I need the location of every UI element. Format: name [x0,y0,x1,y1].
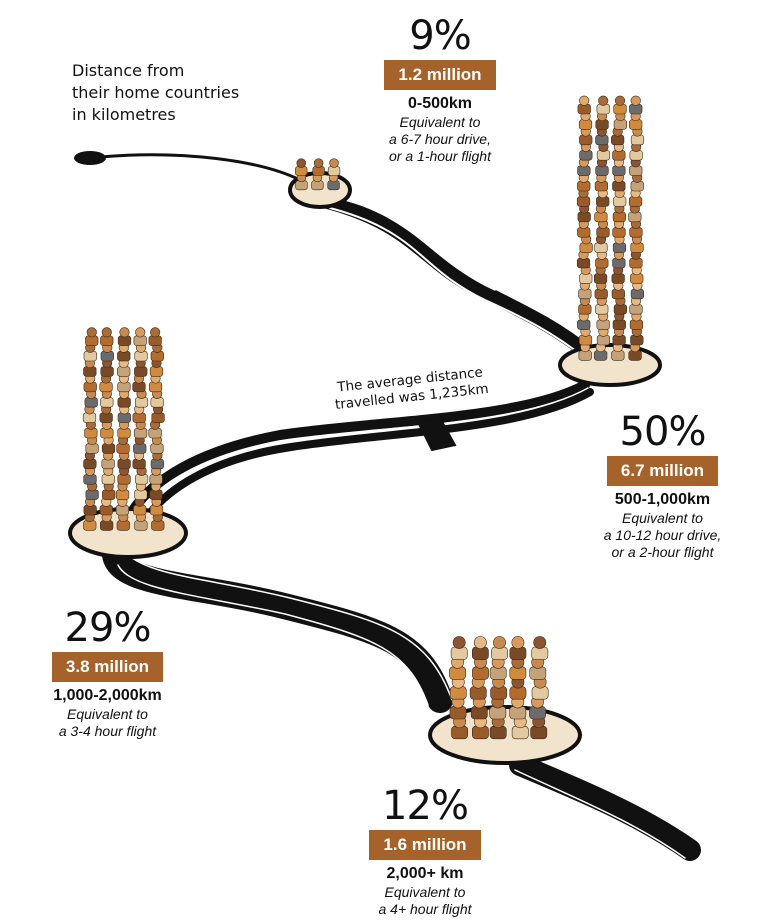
group-percent: 9% [409,13,471,59]
equivalent-line: a 3-4 hour flight [58,723,157,739]
road-start-blob [74,151,106,165]
person-head [101,327,112,338]
equivalent-line: Equivalent to [399,114,481,130]
group-equivalent: Equivalent to a 6-7 hour drive, or a 1-h… [370,114,510,165]
person-head [511,636,525,649]
person-head [313,158,324,168]
group-range: 0-500km [407,95,473,112]
group-range: 1,000-2,000km [53,687,162,704]
road-segment-4 [509,754,701,861]
crowd-3 [82,327,165,531]
intro-line: their home countries [72,83,240,102]
road-segment-3 [102,542,453,713]
crowd-2 [576,95,645,361]
road-segment-1 [313,193,597,362]
intro-caption: Distance from their home countries in ki… [72,60,282,126]
equivalent-line: a 4+ hour flight [378,901,472,917]
group-0-500km: 9% 1.2 million 0-500km Equivalent to a 6… [370,14,510,165]
person-head [452,636,466,649]
road-start-line [99,153,301,182]
group-equivalent: Equivalent to a 10-12 hour drive, or a 2… [580,510,745,561]
person-head [473,636,487,649]
person-head [86,327,97,338]
group-people-badge: 1.2 million [384,60,496,90]
group-people-badge: 6.7 million [606,456,719,486]
group-range: 2,000+ km [386,865,464,882]
group-1000-2000km: 29% 3.8 million 1,000-2,000km Equivalent… [25,606,190,740]
person-head [329,158,339,168]
group-500-1000km: 50% 6.7 million 500-1,000km Equivalent t… [580,410,745,561]
person-head [135,327,146,338]
equivalent-line: or a 1-hour flight [389,148,491,164]
person-head [630,95,641,106]
person-head [579,95,590,106]
group-percent: 12% [382,783,469,829]
group-equivalent: Equivalent to a 4+ hour flight [350,884,500,918]
equivalent-line: Equivalent to [67,706,148,722]
equivalent-line: Equivalent to [384,884,466,900]
person-head [150,327,161,338]
group-equivalent: Equivalent to a 3-4 hour flight [25,706,190,740]
equivalent-line: Equivalent to [622,510,703,526]
intro-line: in kilometres [72,105,176,124]
person-head [493,636,506,649]
crowd-1 [295,158,341,191]
person-head [614,95,626,106]
group-percent: 29% [64,605,152,651]
platform-2 [558,343,662,387]
intro-line: Distance from [72,61,185,80]
equivalent-line: a 10-12 hour drive, [603,527,722,543]
person-head [296,158,306,168]
equivalent-line: a 6-7 hour drive, [389,131,491,147]
group-people-badge: 1.6 million [369,830,481,860]
equivalent-line: or a 2-hour flight [611,544,714,560]
group-percent: 50% [619,409,707,455]
group-range: 500-1,000km [614,491,711,508]
person-head [533,636,547,649]
group-people-badge: 3.8 million [51,652,164,682]
road-segment-2 [125,380,594,524]
crowd-4 [449,636,549,740]
person-head [598,95,609,106]
person-head [119,327,130,338]
group-2000-plus-km: 12% 1.6 million 2,000+ km Equivalent to … [350,784,500,918]
